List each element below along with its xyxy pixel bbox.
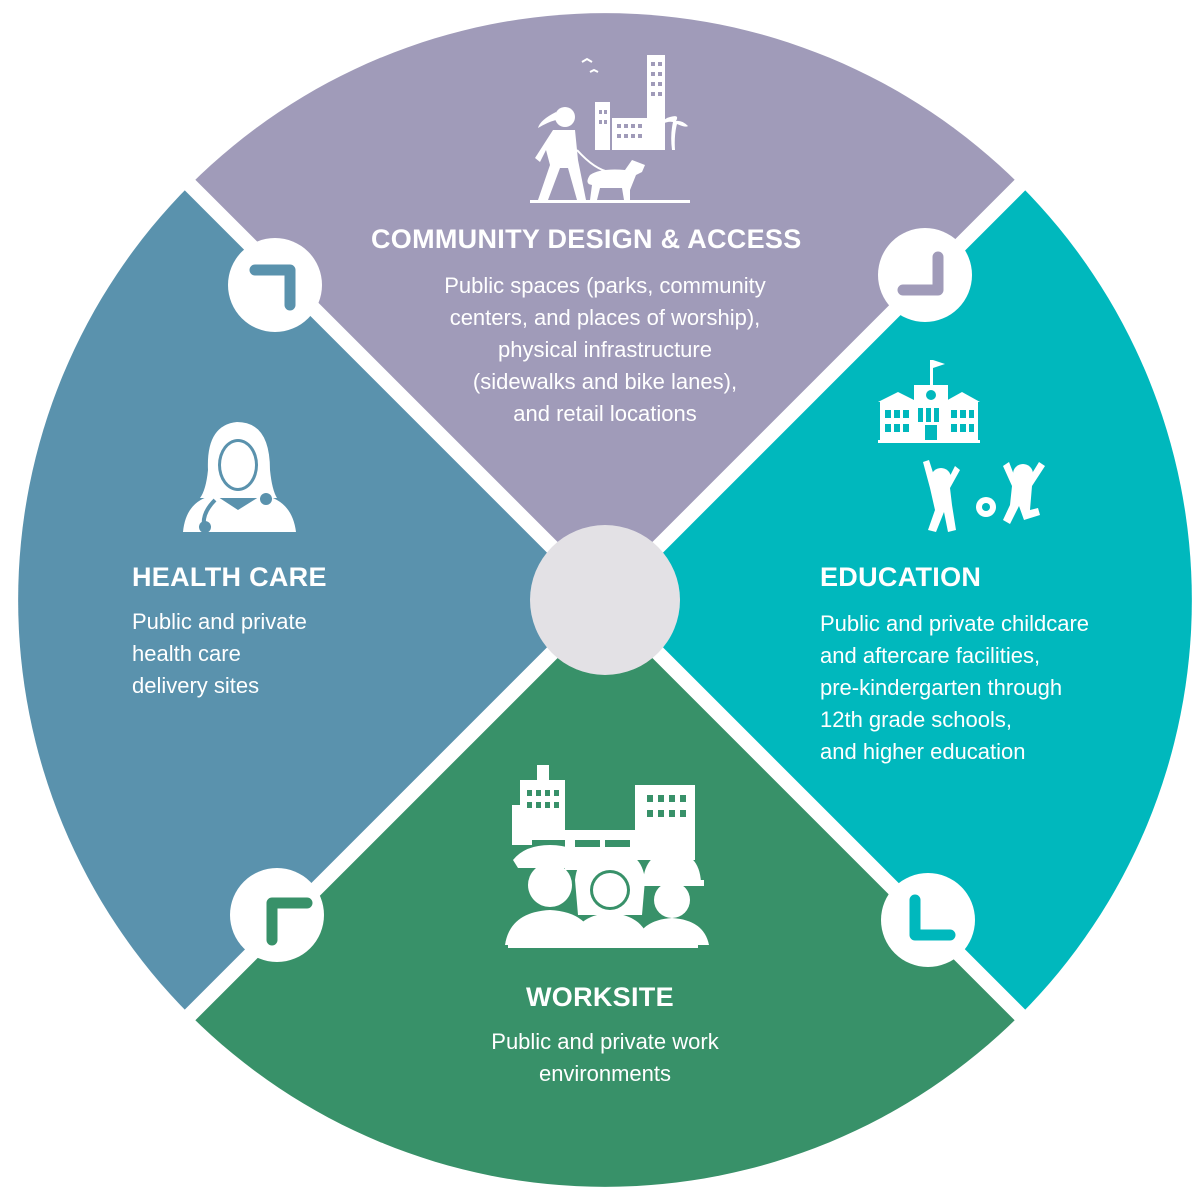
worksite-description-line: environments — [538, 1061, 672, 1086]
education-sector — [605, 185, 1192, 1015]
health-description: Public and private health care delivery … — [132, 606, 307, 702]
community-description-line: and retail locations — [513, 401, 697, 426]
corner-marker-top-left — [228, 238, 322, 332]
corner-marker-bottom-right — [881, 873, 975, 967]
doctor-stethoscope-icon — [183, 422, 296, 533]
education-title: EDUCATION — [820, 562, 982, 592]
community-description-line: physical infrastructure — [498, 337, 712, 362]
corner-marker-bottom-left — [230, 868, 324, 962]
education-description-line: and higher education — [820, 739, 1026, 764]
education-description-line: Public and private childcare — [820, 611, 1090, 636]
health-description-line: delivery sites — [132, 673, 260, 698]
community-description: Public spaces (parks, community centers,… — [405, 270, 805, 430]
health-description-line: Public and private — [132, 609, 307, 634]
community-description-line: Public spaces (parks, community — [444, 273, 766, 298]
health-title: HEALTH CARE — [132, 562, 327, 592]
education-description: Public and private childcare and afterca… — [820, 608, 1089, 768]
community-description-line: (sidewalks and bike lanes), — [472, 369, 738, 394]
community-title: COMMUNITY DESIGN & ACCESS — [371, 224, 802, 254]
community-sector — [190, 13, 1020, 601]
health-description-line: health care — [132, 641, 241, 666]
worksite-description-line: Public and private work — [491, 1029, 719, 1054]
workers-city-icon — [505, 765, 709, 948]
education-description-line: 12th grade schools, — [820, 707, 1013, 732]
center-hub — [530, 525, 680, 675]
education-description-line: pre-kindergarten through — [820, 675, 1063, 700]
person-walking-dog-city-icon — [530, 55, 690, 203]
health-sector — [18, 185, 606, 1015]
community-description-line: centers, and places of worship), — [449, 305, 761, 330]
worksite-description: Public and private work environments — [455, 1026, 755, 1090]
corner-marker-top-right — [878, 228, 972, 322]
worksite-title: WORKSITE — [526, 982, 674, 1012]
school-children-icon — [878, 360, 1045, 532]
education-description-line: and aftercare facilities, — [820, 643, 1041, 668]
